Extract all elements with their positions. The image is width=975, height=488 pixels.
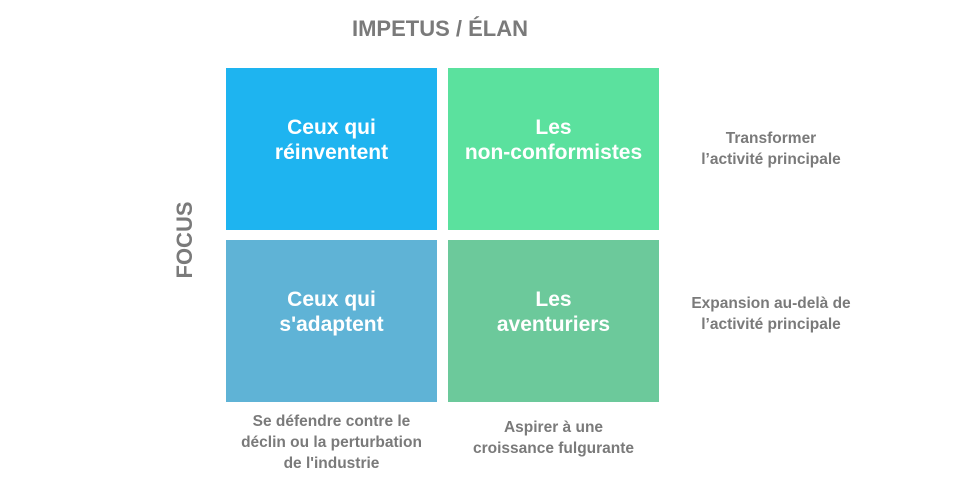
label-line: déclin ou la perturbation: [241, 434, 422, 451]
quadrant-line: Ceux qui: [287, 116, 376, 139]
column-label-right: Aspirer à une croissance fulgurante: [438, 417, 669, 459]
label-line: l’activité principale: [701, 151, 841, 168]
quadrant-line: réinventent: [274, 141, 389, 164]
y-axis-label: FOCUS: [172, 201, 197, 279]
quadrant-line: Les: [535, 116, 572, 139]
diagram-title: IMPETUS / ÉLAN: [351, 16, 528, 41]
quadrant-line: non-conformistes: [464, 141, 643, 164]
label-line: Transformer: [725, 130, 817, 147]
label-line: de l'industrie: [283, 455, 380, 472]
column-label-left: Se défendre contre le déclin ou la pertu…: [216, 411, 447, 474]
quadrant-line: Les: [535, 288, 572, 311]
quadrant-line: Ceux qui: [287, 288, 376, 311]
label-line: Expansion au-delà de: [691, 295, 851, 312]
row-label-top: Transformer l’activité principale: [666, 128, 876, 170]
quadrant-line: s'adaptent: [279, 313, 384, 336]
label-line: Aspirer à une: [503, 419, 604, 436]
label-line: croissance fulgurante: [472, 440, 635, 457]
label-line: Se défendre contre le: [252, 413, 411, 430]
label-line: l’activité principale: [701, 316, 841, 333]
quadrant-line: aventuriers: [496, 313, 611, 336]
row-label-bottom: Expansion au-delà de l’activité principa…: [666, 293, 876, 335]
